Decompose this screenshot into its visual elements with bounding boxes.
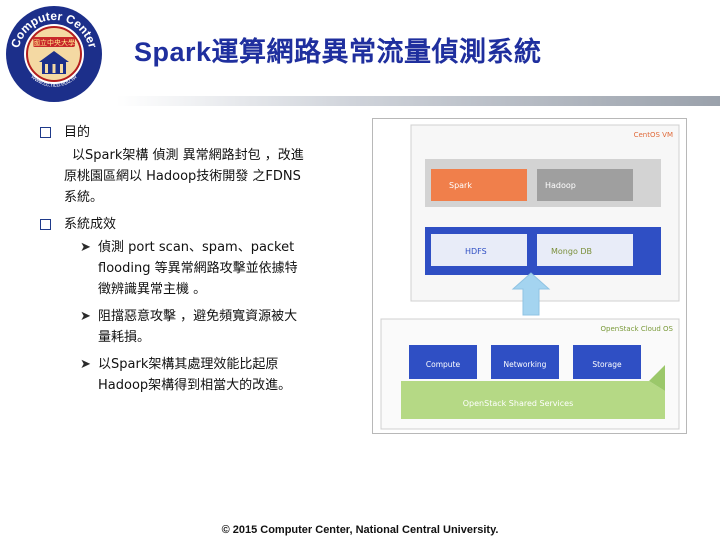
mongodb-block (537, 234, 633, 266)
mongodb-label: Mongo DB (551, 247, 592, 256)
hadoop-label: Hadoop (545, 181, 576, 190)
networking-label: Networking (504, 360, 547, 369)
section-heading-results: 系統成效 (40, 214, 360, 235)
hollow-square-bullet-icon (40, 219, 51, 230)
shared-services-label: OpenStack Shared Services (463, 399, 574, 408)
footer-copyright: © 2015 Computer Center, National Central… (221, 524, 499, 536)
result-item-blocking: ➤ 阻擋惡意攻擊 ，避免頻寬資源被大 量耗損。 (40, 306, 360, 348)
up-arrow-icon (511, 272, 551, 316)
purpose-line: 原桃園區網以 Hadoop技術開發 之FDNS (64, 169, 301, 184)
content-list: 目的 以Spark架構 偵測 異常網路封包 ，改進 原桃園區網以 Hadoop技… (40, 122, 360, 402)
university-seal-icon (39, 51, 69, 74)
openstack-label: OpenStack Cloud OS (601, 325, 674, 333)
arrowhead-bullet-icon: ➤ (80, 357, 91, 372)
arrowhead-bullet-icon: ➤ (80, 309, 91, 324)
hdfs-block (431, 234, 527, 266)
purpose-body: 以Spark架構 偵測 異常網路封包 ，改進 原桃園區網以 Hadoop技術開發… (40, 145, 360, 208)
storage-label: Storage (592, 360, 622, 369)
architecture-diagram: CentOS VM Spark Hadoop HDFS Mongo DB Ope… (372, 118, 687, 434)
page-title: Spark運算網路異常流量偵測系統 (134, 37, 542, 67)
shared-services-layer (401, 381, 665, 419)
hollow-square-bullet-icon (40, 127, 51, 138)
purpose-line: 系統。 (64, 190, 104, 205)
result-item-detection: ➤ 偵測 port scan、spam、packet flooding 等異常網… (40, 237, 360, 300)
hdfs-label: HDFS (465, 247, 487, 256)
spark-block (431, 169, 527, 201)
arrowhead-bullet-icon: ➤ (80, 240, 91, 255)
centos-vm-label: CentOS VM (634, 131, 673, 139)
section-heading-purpose: 目的 (40, 122, 360, 143)
hadoop-block (537, 169, 633, 201)
compute-block (409, 345, 477, 379)
purpose-line: 以Spark架構 偵測 異常網路封包 ，改進 (72, 148, 304, 163)
result-item-performance: ➤ 以Spark架構其處理效能比起原 Hadoop架構得到相當大的改進。 (40, 354, 360, 396)
compute-label: Compute (426, 360, 461, 369)
storage-block (573, 345, 641, 379)
networking-block (491, 345, 559, 379)
title-divider (116, 96, 720, 106)
spark-label: Spark (449, 181, 472, 190)
logo-badge-text: 國立中央大學 (33, 38, 75, 47)
shared-services-side (649, 365, 665, 391)
computer-center-logo: Computer Center www.cc.ncu.edu.tw 國立中央大學 (6, 6, 102, 102)
